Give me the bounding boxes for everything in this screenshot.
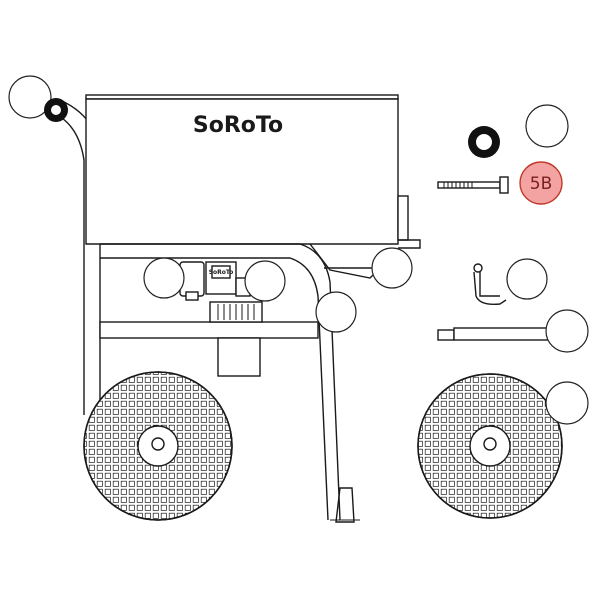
callout-bubble[interactable]: [545, 381, 589, 425]
motor-brand-label: SoRoTo: [209, 269, 234, 276]
callout-bubble[interactable]: [244, 260, 286, 302]
shaft-part: [437, 327, 551, 341]
callout-bubble[interactable]: [506, 258, 548, 300]
callout-5b-label: 5B: [530, 174, 552, 194]
callout-bubble[interactable]: [143, 257, 185, 299]
motor-assembly: SoRoTo: [179, 261, 263, 377]
callout-bubbles: [8, 75, 589, 425]
handle-knob: [44, 98, 68, 122]
callout-bubble[interactable]: [8, 75, 52, 119]
callout-bubble[interactable]: [525, 104, 569, 148]
hitch-pin-part: [473, 263, 507, 306]
callout-bubble[interactable]: [315, 291, 357, 333]
brand-logo: SoRoTo: [193, 113, 283, 138]
left-wheel: [83, 371, 233, 521]
main-frame: [99, 243, 399, 523]
rubber-grommet-part: [468, 126, 500, 158]
callout-bubble[interactable]: [545, 309, 589, 353]
tank-bracket: [397, 195, 421, 249]
callout-bubble[interactable]: [371, 247, 413, 289]
bolt-part: [437, 176, 509, 194]
right-wheel: [417, 373, 563, 519]
mixing-tank: SoRoTo: [85, 94, 399, 245]
callout-5b[interactable]: 5B: [519, 161, 563, 205]
